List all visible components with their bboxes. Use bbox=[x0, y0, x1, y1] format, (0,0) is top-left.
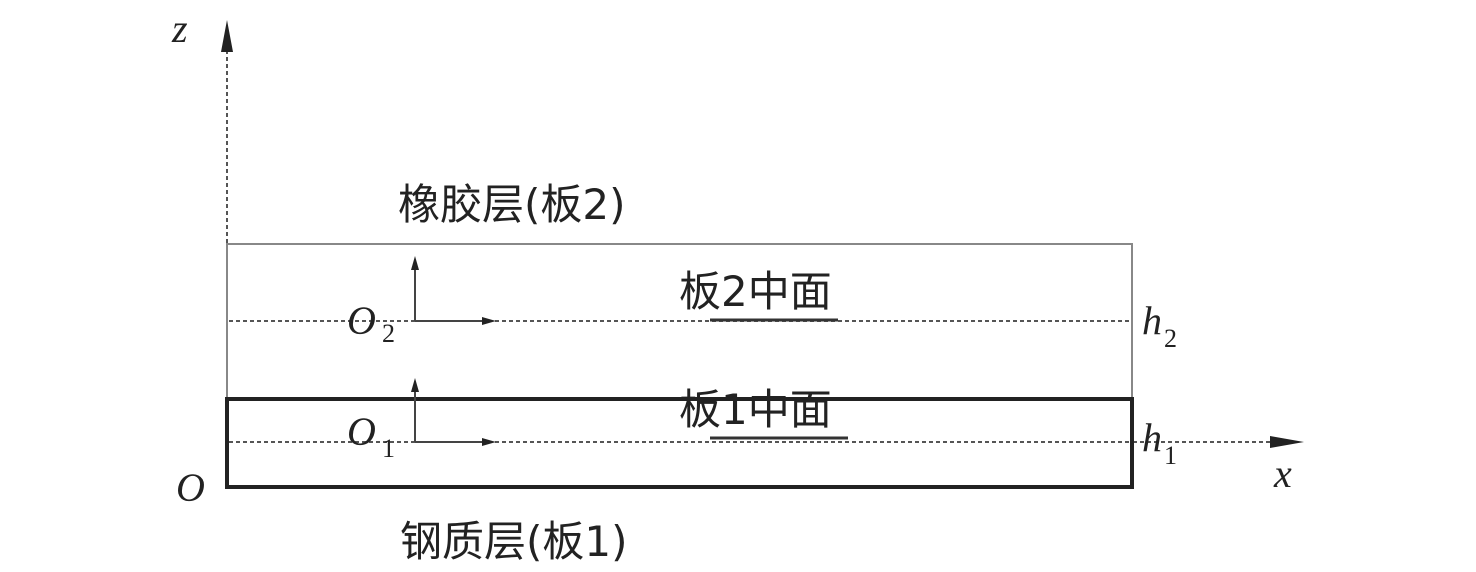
h1-subscript: 1 bbox=[1164, 441, 1177, 470]
plate2-midplane-label: 板2中面 bbox=[679, 267, 832, 316]
o2-local-z-arrowhead bbox=[411, 256, 419, 270]
o1-local-x-arrowhead bbox=[482, 438, 496, 446]
z-axis-arrowhead bbox=[221, 20, 233, 52]
rubber-layer-label: 橡胶层(板2) bbox=[398, 180, 626, 229]
o2-label: O bbox=[347, 298, 376, 343]
origin-label: O bbox=[176, 465, 205, 510]
steel-layer-label: 钢质层(板1) bbox=[400, 517, 628, 566]
o1-label: O bbox=[347, 409, 376, 454]
h2-label: h bbox=[1142, 298, 1162, 343]
h1-label: h bbox=[1142, 415, 1162, 460]
o2-local-x-arrowhead bbox=[482, 317, 496, 325]
steel-layer-rect bbox=[225, 397, 1134, 489]
plate1-midplane-label: 板1中面 bbox=[679, 385, 832, 434]
o2-subscript: 2 bbox=[382, 319, 395, 348]
x-axis-arrowhead bbox=[1270, 436, 1304, 448]
h2-subscript: 2 bbox=[1164, 324, 1177, 353]
o1-local-z-arrowhead bbox=[411, 378, 419, 392]
o1-subscript: 1 bbox=[382, 434, 395, 463]
z-axis-label: z bbox=[171, 6, 188, 51]
x-axis-label: x bbox=[1273, 451, 1292, 496]
